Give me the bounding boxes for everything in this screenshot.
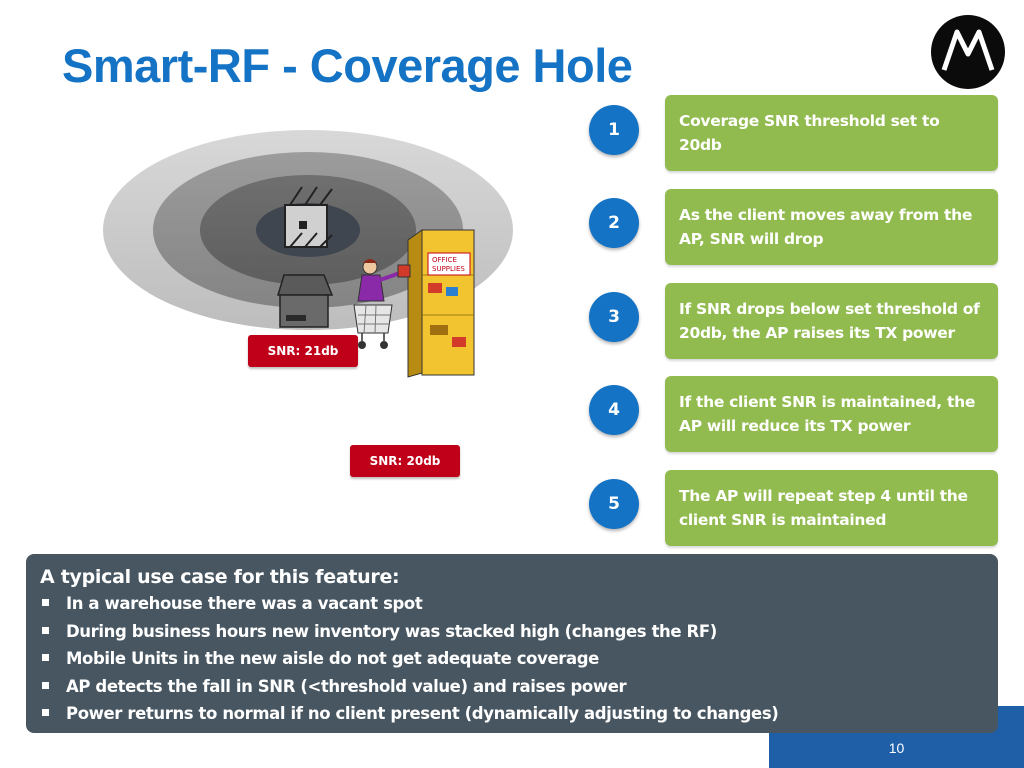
step-3-number: 3 xyxy=(589,292,639,342)
square-bullet-icon xyxy=(42,626,49,634)
use-case-bullet: In a warehouse there was a vacant spot xyxy=(40,590,984,618)
shelf-label-line2: SUPPLIES xyxy=(432,265,465,273)
step-5-text: The AP will repeat step 4 until the clie… xyxy=(665,470,998,546)
use-case-heading: A typical use case for this feature: xyxy=(40,566,400,588)
step-4-number: 4 xyxy=(589,385,639,435)
step-3-text: If SNR drops below set threshold of 20db… xyxy=(665,283,998,359)
step-1-number: 1 xyxy=(589,105,639,155)
square-bullet-icon xyxy=(42,599,49,606)
shelf-label-line1: OFFICE xyxy=(432,256,457,264)
square-bullet-icon xyxy=(42,654,49,661)
snr-badge-21db: SNR: 21db xyxy=(248,335,358,367)
coverage-diagram: OFFICE SUPPLIES xyxy=(103,130,513,378)
page-number: 10 xyxy=(888,740,905,756)
step-1-text: Coverage SNR threshold set to 20db xyxy=(665,95,998,171)
use-case-bullet-text: Mobile Units in the new aisle do not get… xyxy=(66,649,599,668)
slide-title: Smart-RF - Coverage Hole xyxy=(62,39,633,92)
use-case-panel: A typical use case for this feature: In … xyxy=(26,554,998,733)
use-case-bullet-text: During business hours new inventory was … xyxy=(66,621,717,641)
step-2-number: 2 xyxy=(589,198,639,248)
shopper-with-cart-icon xyxy=(353,259,411,349)
snr-badge-20db: SNR: 20db xyxy=(350,445,460,477)
mobile-computer-icon xyxy=(276,274,334,328)
use-case-bullet: During business hours new inventory was … xyxy=(40,618,984,646)
use-case-bullet: Mobile Units in the new aisle do not get… xyxy=(40,645,984,673)
square-bullet-icon xyxy=(42,709,49,716)
use-case-bullet: AP detects the fall in SNR (<threshold v… xyxy=(40,673,984,701)
use-case-bullet-text: In a warehouse there was a vacant spot xyxy=(66,594,423,613)
use-case-bullet-text: Power returns to normal if no client pre… xyxy=(66,704,779,723)
step-5-number: 5 xyxy=(589,479,639,529)
step-2-text: As the client moves away from the AP, SN… xyxy=(665,189,998,265)
warehouse-shelf-icon: OFFICE SUPPLIES xyxy=(407,229,475,378)
use-case-list: In a warehouse there was a vacant spot D… xyxy=(40,590,984,728)
use-case-bullet-text: AP detects the fall in SNR (<threshold v… xyxy=(66,676,627,696)
square-bullet-icon xyxy=(42,681,49,689)
access-point-icon xyxy=(284,186,333,248)
step-4-text: If the client SNR is maintained, the AP … xyxy=(665,376,998,452)
use-case-bullet: Power returns to normal if no client pre… xyxy=(40,700,984,728)
motorola-logo-icon xyxy=(931,15,1005,89)
